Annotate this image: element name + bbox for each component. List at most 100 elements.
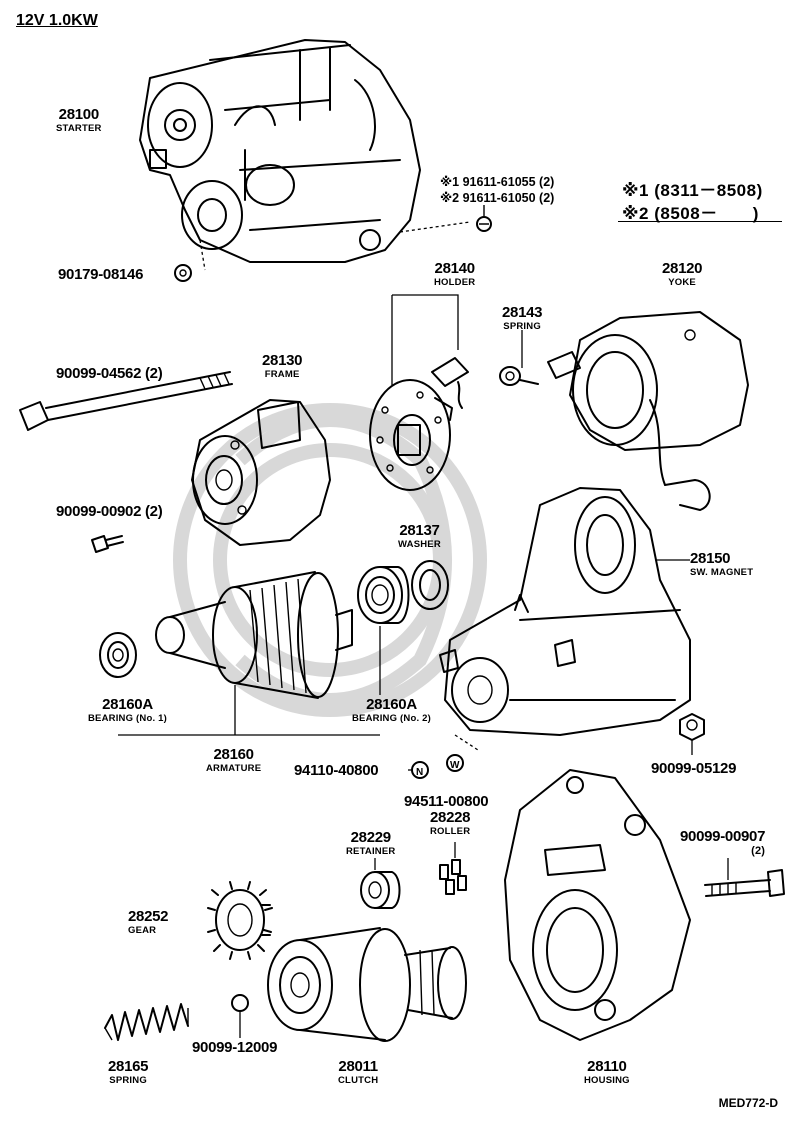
sw-magnet-dash bbox=[454, 734, 479, 751]
label-spring-28165: 28165 SPRING bbox=[108, 1058, 149, 1086]
part-name-roller: ROLLER bbox=[430, 826, 471, 837]
nut-90179-drawing bbox=[174, 264, 192, 282]
bearing-no2-drawing bbox=[357, 566, 410, 624]
part-number-90179: 90179-08146 bbox=[58, 266, 144, 283]
part-name-gear: GEAR bbox=[128, 925, 157, 936]
armature-bracket bbox=[118, 685, 380, 736]
drawing-code: MED772-D bbox=[718, 1096, 778, 1110]
label-spring-28143: 28143 SPRING bbox=[502, 304, 543, 332]
armature-drawing bbox=[155, 571, 353, 699]
brush-drawing bbox=[431, 357, 469, 409]
legend-row-2: ※2 (8508－ ) bbox=[622, 199, 759, 224]
label-washer-28137: 28137 WASHER bbox=[398, 522, 441, 550]
part-name-washer-28137: WASHER bbox=[398, 539, 441, 550]
watermark-logo bbox=[173, 403, 487, 717]
starter-leader-dash bbox=[199, 221, 471, 271]
label-armature: 28160 ARMATURE bbox=[206, 746, 261, 774]
part-number-90099-00907: 90099-00907 bbox=[680, 828, 766, 845]
spring-28165-drawing bbox=[104, 1003, 189, 1041]
part-name-spring-28165: SPRING bbox=[109, 1075, 147, 1086]
part-name-bearing-no1: BEARING (No. 1) bbox=[88, 713, 167, 724]
note-row-2: ※2 91611-61050 (2) bbox=[440, 191, 555, 205]
part-number-armature: 28160 bbox=[213, 746, 255, 763]
part-name-bearing-no2: BEARING (No. 2) bbox=[352, 713, 431, 724]
legend-mark-1: ※1 bbox=[622, 181, 649, 200]
part-name-retainer: RETAINER bbox=[346, 846, 396, 857]
spring-28143-drawing bbox=[499, 366, 539, 386]
legend-mark-2: ※2 bbox=[622, 204, 649, 223]
magnetic-switch-drawing bbox=[439, 487, 691, 736]
clutch-drawing bbox=[267, 927, 467, 1042]
roller-drawing bbox=[439, 842, 467, 895]
part-name-clutch: CLUTCH bbox=[338, 1075, 379, 1086]
holder-leader bbox=[391, 294, 459, 385]
legend-row-1: ※1 (8311－8508) bbox=[622, 176, 763, 201]
nut-90099-05129-drawing bbox=[679, 713, 705, 755]
label-yoke: 28120 YOKE bbox=[662, 260, 703, 288]
label-bearing-no1: 28160A BEARING (No. 1) bbox=[88, 696, 167, 724]
washer-94511-drawing: W bbox=[446, 754, 464, 772]
bolt-91611-drawing bbox=[476, 205, 492, 232]
part-name-armature: ARMATURE bbox=[206, 763, 262, 774]
part-number-94511: 94511-00800 bbox=[404, 793, 489, 810]
part-number-sw-magnet: 28150 bbox=[690, 550, 731, 567]
part-number-washer-28137: 28137 bbox=[399, 522, 440, 539]
part-number-frame: 28130 bbox=[262, 352, 303, 369]
part-number-90099-04562: 90099-04562 (2) bbox=[56, 365, 163, 382]
starter-assembly-drawing bbox=[139, 39, 421, 263]
label-retainer: 28229 RETAINER bbox=[346, 829, 395, 857]
part-number-90099-05129: 90099-05129 bbox=[651, 760, 737, 777]
part-name-sw-magnet: SW. MAGNET bbox=[690, 567, 754, 578]
part-name-holder: HOLDER bbox=[434, 277, 476, 288]
nut-94110-drawing: N bbox=[411, 761, 429, 779]
label-holder: 28140 HOLDER bbox=[434, 260, 475, 288]
label-gear: 28252 GEAR bbox=[128, 908, 169, 936]
part-name-starter: STARTER bbox=[56, 123, 102, 134]
part-name-frame: FRAME bbox=[264, 369, 300, 380]
bearing-no1-drawing bbox=[99, 632, 137, 678]
part-number-yoke: 28120 bbox=[662, 260, 703, 277]
part-number-roller: 28228 bbox=[430, 809, 471, 826]
label-roller: 28228 ROLLER bbox=[430, 809, 471, 837]
long-bolt-drawing bbox=[19, 371, 233, 431]
part-number-spring-28143: 28143 bbox=[502, 304, 543, 321]
svg-text:W: W bbox=[450, 760, 460, 771]
part-number-holder: 28140 bbox=[434, 260, 476, 277]
label-frame: 28130 FRAME bbox=[262, 352, 303, 380]
part-name-yoke: YOKE bbox=[668, 277, 696, 288]
part-number-starter: 28100 bbox=[58, 106, 100, 123]
bolt-90099-00907-drawing bbox=[704, 858, 785, 897]
part-number-bearing-no1: 28160A bbox=[102, 696, 153, 713]
retainer-drawing bbox=[360, 858, 401, 909]
gear-drawing bbox=[207, 881, 273, 960]
label-bearing-no2: 28160A BEARING (No. 2) bbox=[352, 696, 431, 724]
svg-text:N: N bbox=[416, 767, 423, 778]
screw-90099-00902-drawing bbox=[91, 535, 124, 553]
steel-ball-drawing bbox=[231, 994, 249, 1038]
label-clutch: 28011 CLUTCH bbox=[338, 1058, 378, 1086]
part-number-94110: 94110-40800 bbox=[294, 762, 379, 779]
part-number-90099-00902: 90099-00902 (2) bbox=[56, 503, 163, 520]
frame-drawing bbox=[191, 399, 331, 546]
spec-title: 12V 1.0KW bbox=[16, 12, 98, 29]
washer-28137-drawing bbox=[411, 560, 449, 610]
part-number-90099-12009: 90099-12009 bbox=[192, 1039, 278, 1056]
part-number-bearing-no2: 28160A bbox=[366, 696, 417, 713]
part-name-housing: HOUSING bbox=[584, 1075, 630, 1086]
part-qty-90099-00907: (2) bbox=[751, 845, 766, 857]
part-number-housing: 28110 bbox=[587, 1058, 627, 1075]
label-sw-magnet: 28150 SW. MAGNET bbox=[690, 550, 753, 578]
part-number-clutch: 28011 bbox=[338, 1058, 378, 1075]
legend-underline bbox=[618, 221, 782, 222]
part-name-spring-28143: SPRING bbox=[503, 321, 541, 332]
label-bolt-90099-00907: 90099-00907 (2) bbox=[680, 828, 765, 857]
legend-range-2: (8508－ ) bbox=[654, 204, 759, 223]
note-row-1: ※1 91611-61055 (2) bbox=[440, 175, 555, 189]
housing-drawing bbox=[504, 769, 691, 1041]
part-number-gear: 28252 bbox=[128, 908, 169, 925]
legend-range-1: (8311－8508) bbox=[654, 181, 763, 200]
part-number-retainer: 28229 bbox=[350, 829, 392, 846]
part-number-spring-28165: 28165 bbox=[108, 1058, 149, 1075]
yoke-drawing bbox=[547, 311, 749, 511]
